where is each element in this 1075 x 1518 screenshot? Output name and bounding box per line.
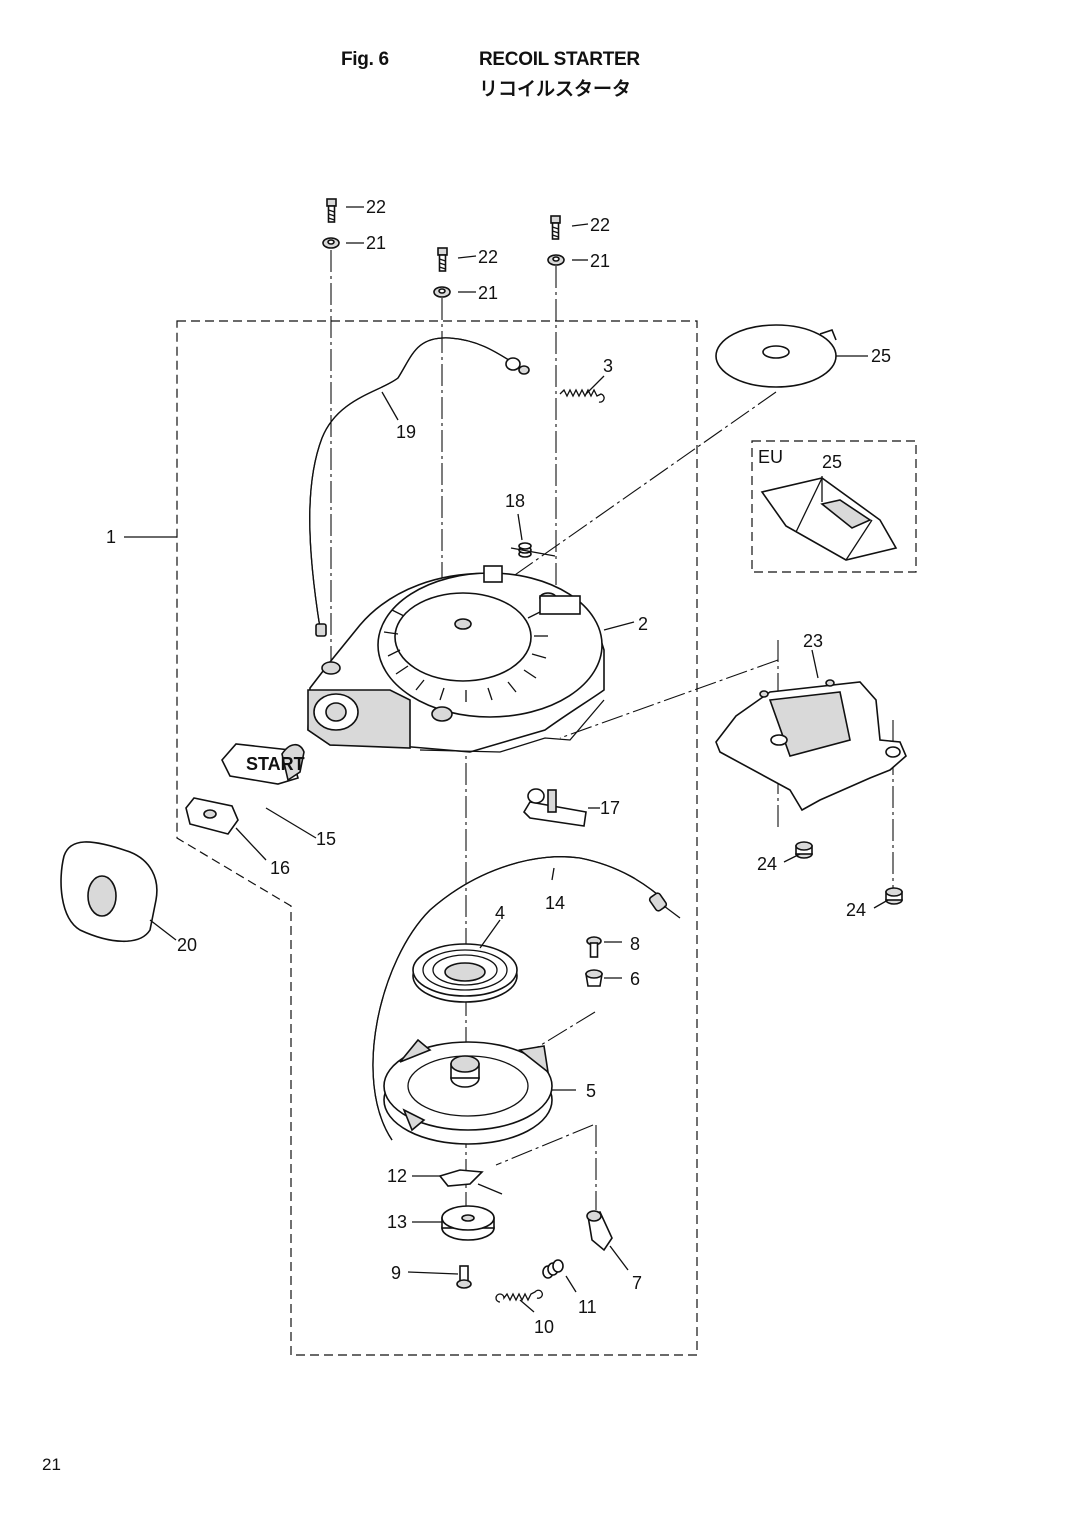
callout-6: 6: [630, 969, 640, 989]
spring-18: [510, 542, 556, 558]
handle-start-label: START: [246, 754, 305, 774]
washer-21-left: [322, 237, 340, 249]
callout-20: 20: [177, 935, 197, 955]
callout-3: 3: [603, 356, 613, 376]
callout-11: 11: [578, 1297, 597, 1317]
callout-21-right: 21: [590, 251, 610, 271]
figure-title-english: RECOIL STARTER: [479, 49, 640, 70]
callout-9: 9: [391, 1263, 401, 1283]
callout-18: 18: [505, 491, 525, 511]
collar-6: [585, 969, 603, 987]
handle-insert-16: [185, 797, 239, 835]
recoil-spring-4: [412, 943, 518, 1003]
figure-number: Fig. 6: [341, 49, 389, 70]
callout-10: 10: [534, 1317, 554, 1337]
leader-lines: [124, 206, 889, 1313]
screw-8: [586, 936, 602, 958]
callout-4: 4: [495, 903, 505, 923]
eu-inset-box: [751, 440, 917, 573]
starter-handle-15: START: [221, 743, 305, 785]
callout-23: 23: [803, 631, 823, 651]
grommet-20: [60, 841, 158, 943]
callout-8: 8: [630, 934, 640, 954]
callout-24-a: 24: [757, 854, 777, 874]
figure-title-japanese: リコイルスタータ: [479, 78, 632, 100]
callout-16: 16: [270, 858, 290, 878]
eu-region-label: EU: [758, 447, 783, 467]
bolt-22-center: [437, 247, 448, 272]
spring-3: [559, 388, 605, 403]
callout-12: 12: [387, 1166, 407, 1186]
cover-23: [715, 679, 907, 812]
stop-switch-17: [522, 788, 587, 827]
page-number: 21: [42, 1455, 61, 1474]
callout-19: 19: [396, 422, 416, 442]
washer-21-right: [547, 254, 565, 266]
callout-21-center: 21: [478, 283, 498, 303]
spring-11: [542, 1259, 564, 1279]
bolt-22-right: [550, 215, 561, 240]
callout-25-disk: 25: [871, 346, 891, 366]
screw-9: [456, 1265, 472, 1289]
assembly-boundary: [176, 320, 698, 1356]
ratchet-7: [586, 1210, 613, 1252]
callout-7: 7: [632, 1273, 642, 1293]
callout-5: 5: [586, 1081, 596, 1101]
spring-10: [495, 1289, 543, 1303]
callout-24-b: 24: [846, 900, 866, 920]
label-strip-25-eu: [760, 477, 898, 561]
cable-14: [372, 856, 681, 1141]
starter-case-2: [307, 565, 605, 753]
bolt-22-left: [326, 198, 337, 223]
grommet-24-b: [885, 887, 903, 905]
callout-14: 14: [545, 893, 565, 913]
washer-21-center: [433, 286, 451, 298]
callout-13: 13: [387, 1212, 407, 1232]
callout-15: 15: [316, 829, 336, 849]
callout-17: 17: [600, 798, 620, 818]
callout-21-left: 21: [366, 233, 386, 253]
label-disk-25: [715, 324, 837, 388]
callout-labels: 1 2 3 4 5 6 7 8 9 10 11 12 13 14 15 16 1…: [106, 197, 891, 1337]
callout-1: 1: [106, 527, 116, 547]
page-header: Fig. 6 RECOIL STARTER リコイルスタータ: [0, 0, 1075, 110]
callout-22-left: 22: [366, 197, 386, 217]
stop-cable-19: [309, 337, 530, 637]
friction-plate-12: [438, 1169, 503, 1195]
callout-25-eu: 25: [822, 452, 842, 472]
callout-22-right: 22: [590, 215, 610, 235]
ratchet-guide-13: [441, 1205, 495, 1241]
grommet-24-a: [795, 841, 813, 859]
pulley-reel-5: [383, 1038, 553, 1145]
callout-2: 2: [638, 614, 648, 634]
callout-22-center: 22: [478, 247, 498, 267]
